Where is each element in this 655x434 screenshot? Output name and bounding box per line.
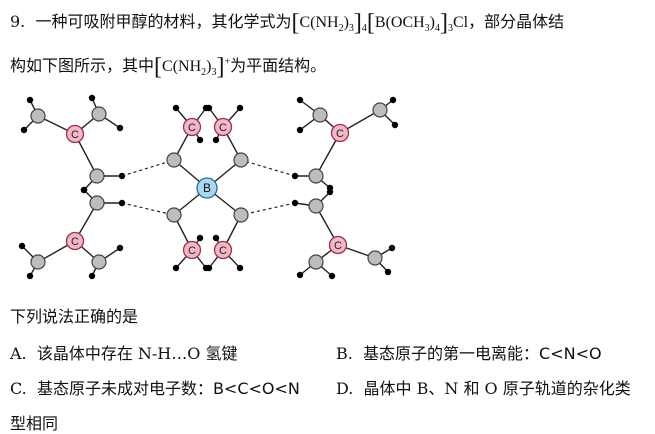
carbon-atom-label: C — [219, 122, 227, 134]
hydrogen-atom — [205, 264, 213, 272]
stem-text-1: 一种可吸附甲醇的材料，其化学式为 — [35, 12, 292, 31]
boron-atom-circle — [196, 177, 218, 199]
hydrogen-atom — [391, 121, 399, 129]
lead-in-text: 下列说法正确的是 — [10, 307, 139, 326]
cation-formula: [C(NH2)3]+ — [154, 54, 231, 80]
carbon-atom-label: C — [188, 245, 196, 257]
nitrogen-atom — [312, 107, 328, 123]
carbon-atom-label: C — [71, 236, 79, 248]
hydrogen-atom — [389, 96, 397, 104]
option-d-text: 晶体中 B、N 和 O 原子轨道的杂化类 — [363, 379, 631, 398]
nitrogen-atom — [308, 168, 324, 184]
crystal-structure-diagram: C C C C C C C C B — [18, 94, 399, 280]
hydrogen-atom — [172, 264, 180, 272]
option-b-text: 基态原子的第一电离能： — [363, 344, 540, 363]
carbon-atom-label: C — [336, 128, 344, 140]
carbon-atom — [65, 124, 85, 144]
hydrogen-atom — [26, 96, 34, 104]
option-b-formula: C<N<O — [539, 344, 602, 363]
hydrogen-atom — [20, 126, 28, 134]
carbon-atom — [182, 240, 202, 260]
oxygen-atom — [233, 152, 249, 168]
carbon-atom — [182, 117, 202, 137]
option-d[interactable]: D. 晶体中 B、N 和 O 原子轨道的杂化类 — [336, 375, 631, 399]
oxygen-atom — [166, 207, 182, 223]
question-stem-line-1: 9. 一种可吸附甲醇的材料，其化学式为[C(NH2)3]4[B(OCH3)4]3… — [10, 8, 564, 37]
hydrogen-atom — [236, 264, 244, 272]
hydrogen-atom — [116, 244, 124, 252]
option-a[interactable]: A. 该晶体中存在 N-H…O 氢键 — [10, 340, 237, 364]
hydrogen-atom — [118, 172, 126, 180]
nitrogen-atom — [30, 254, 46, 270]
oxygen-atom — [233, 207, 249, 223]
hydrogen-atom — [388, 244, 396, 252]
chemical-formula: [C(NH2)3]4[B(OCH3)4]3Cl — [291, 10, 469, 36]
hydrogen-atom — [172, 104, 180, 112]
nitrogen-atom — [372, 102, 388, 118]
hydrogen-atom — [18, 242, 26, 250]
option-c-text: 基态原子未成对电子数： — [36, 379, 213, 398]
hydrogen-atoms — [18, 94, 399, 280]
oxygen-atom — [166, 152, 182, 168]
nitrogen-atom — [89, 168, 105, 184]
hydrogen-atom — [26, 272, 34, 280]
option-b-label: B. — [336, 344, 353, 363]
carbon-atom — [213, 240, 233, 260]
hydrogen-atom — [212, 136, 220, 144]
option-c-formula: B<C<O<N — [212, 379, 300, 398]
option-d-label: D. — [336, 379, 354, 398]
hydrogen-atom — [384, 268, 392, 276]
nitrogen-atom — [91, 106, 107, 122]
hydrogen-atom — [296, 126, 304, 134]
hydrogen-atom — [212, 234, 220, 242]
nitrogen-atom — [308, 254, 324, 270]
boron-atom-label: B — [203, 181, 211, 195]
option-b[interactable]: B. 基态原子的第一电离能：C<N<O — [336, 340, 602, 364]
carbon-atom-label: C — [219, 245, 227, 257]
option-c[interactable]: C. 基态原子未成对电子数：B<C<O<N — [10, 375, 300, 399]
option-a-text: 该晶体中存在 N-H…O 氢键 — [36, 344, 238, 363]
hydrogen-atom — [196, 136, 204, 144]
hydrogen-atom — [296, 96, 304, 104]
gray-atoms — [30, 102, 388, 270]
option-a-label: A. — [10, 344, 27, 363]
hydrogen-atom — [296, 271, 304, 279]
carbon-atom — [328, 235, 348, 255]
nitrogen-atom — [30, 108, 46, 124]
question-stem-line-2: 构如下图所示，其中[C(NH2)3]+为平面结构。 — [10, 52, 326, 81]
hydrogen-atom — [196, 234, 204, 242]
hydrogen-atom — [236, 104, 244, 112]
hydrogen-atom — [88, 272, 96, 280]
hydrogen-bond-dashes — [121, 159, 296, 216]
carbon-atom-label: C — [188, 122, 196, 134]
hydrogen-atom — [205, 104, 213, 112]
hydrogen-atom — [328, 272, 336, 280]
stem-text-4: 为平面结构。 — [230, 56, 327, 75]
stem-text-2: ，部分晶体结 — [468, 12, 565, 31]
carbon-atom — [65, 231, 85, 251]
nitrogen-atom — [89, 195, 105, 211]
nitrogen-atom — [308, 198, 324, 214]
carbon-atom-label: C — [334, 240, 342, 252]
carbon-atom — [213, 117, 233, 137]
question-number: 9. — [10, 12, 26, 31]
carbon-atom-label: C — [71, 129, 79, 141]
carbon-atom — [330, 123, 350, 143]
hydrogen-atom — [118, 199, 126, 207]
hydrogen-atom — [326, 188, 334, 196]
hydrogen-atom — [116, 124, 124, 132]
stem-text-3: 构如下图所示，其中 — [10, 56, 155, 75]
hydrogen-atom — [80, 186, 88, 194]
hydrogen-atom — [291, 172, 299, 180]
hydrogen-atom — [88, 94, 96, 102]
nitrogen-atom — [367, 250, 383, 266]
option-c-label: C. — [10, 379, 27, 398]
nitrogen-atom — [91, 254, 107, 270]
option-d-text-continued: 型相同 — [10, 414, 59, 433]
boron-atom: B — [196, 177, 218, 199]
hydrogen-atom — [291, 199, 299, 207]
carbon-atoms: C C C C C C C C — [65, 117, 350, 260]
